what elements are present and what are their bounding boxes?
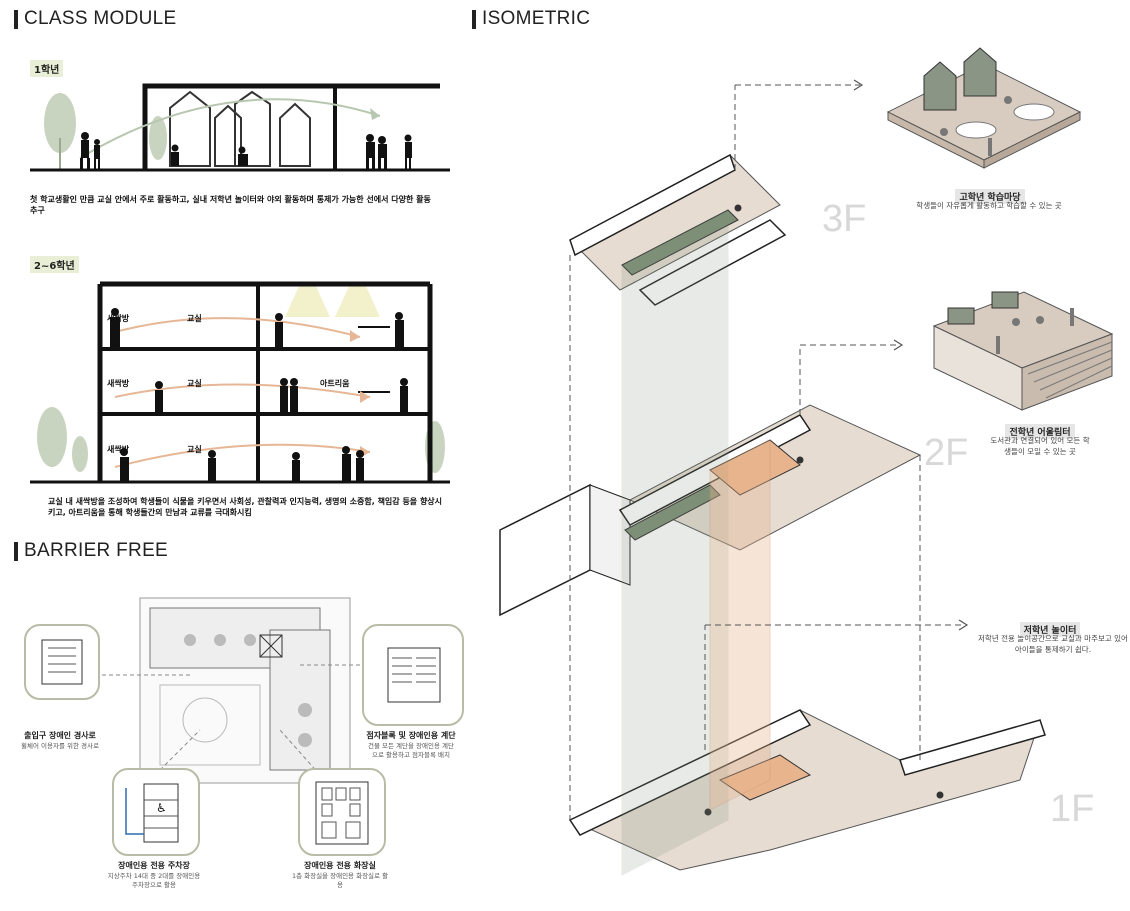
floor-3f-plate <box>569 153 787 306</box>
isometric-heading: ISOMETRIC <box>472 8 590 30</box>
gathering-space-vignette <box>932 291 1114 411</box>
class-module-heading: CLASS MODULE <box>14 8 176 30</box>
annotation-playground: 저학년 놀이터 <box>1010 618 1090 637</box>
barrier-free-heading: BARRIER FREE <box>14 540 168 562</box>
floor-1f-plate <box>568 709 1046 871</box>
parking-title: 장애인용 전용 주차장 <box>118 861 190 870</box>
stairs-card <box>362 624 464 726</box>
annotation-learning-yard: 고학년 학습마당 <box>920 185 1060 204</box>
annotation-gathering-space: 전학년 어울림터 <box>990 420 1090 439</box>
stairs-desc: 건물 모든 계단을 장애인용 계단으로 활용하고 점자블록 배치 <box>367 742 454 759</box>
restroom-title: 장애인용 전용 화장실 <box>304 861 376 870</box>
site-plan <box>139 597 351 784</box>
floor-label-2f: 2F <box>924 432 969 474</box>
floor-label-1f: 1F <box>1050 788 1095 830</box>
room-label: 아트리움 <box>320 379 350 388</box>
isometric-diagram <box>499 79 1046 876</box>
room-label: 새싹방 <box>107 379 130 388</box>
restroom-card <box>298 768 386 856</box>
annotation-title: 전학년 어울림터 <box>1005 424 1075 439</box>
grade2-6-caption: 교실 내 새싹방을 조성하여 학생들이 식물을 키우면서 사회성, 관찰력과 인… <box>48 497 443 517</box>
ramp-desc: 휠체어 이용자를 위한 경사로 <box>21 742 99 750</box>
room-label: 새싹방 <box>107 314 130 323</box>
ramp-card <box>24 624 100 700</box>
barrier-free-title: BARRIER FREE <box>24 540 169 561</box>
annotation-desc: 학생들이 자유롭게 활동하고 학습할 수 있는 곳 <box>916 201 1062 210</box>
parking-card: ♿ <box>112 768 200 856</box>
stairs-title: 점자블록 및 장애인용 계단 <box>366 731 456 740</box>
tree-icon <box>37 407 67 467</box>
floor-label-3f: 3F <box>822 198 867 240</box>
tree-icon <box>72 436 88 472</box>
grade1-caption: 첫 학교생활인 만큼 교실 안에서 주로 활동하고, 실내 저학년 놀이터와 야… <box>30 195 431 215</box>
isometric-title: ISOMETRIC <box>482 8 591 29</box>
grade2-6-section-diagram <box>30 281 450 484</box>
grade1-section-diagram <box>30 83 450 172</box>
room-label: 교실 <box>187 314 202 323</box>
ramp-title: 출입구 장애인 경사로 <box>24 731 96 740</box>
room-label: 새싹방 <box>107 445 130 454</box>
annotation-desc: 도서관과 연결되어 있어 모든 학생들이 모일 수 있는 곳 <box>990 436 1090 456</box>
parking-desc: 지상주차 14대 중 2대를 장애인용 주차장으로 활용 <box>107 872 201 889</box>
room-label: 교실 <box>187 445 202 454</box>
learning-yard-vignette <box>886 47 1082 169</box>
wheelchair-icon: ♿ <box>156 801 167 815</box>
room-label: 교실 <box>187 379 202 388</box>
annotation-desc: 저학년 전용 놀이공간으로 교실과 마주보고 있어 아이들을 통제하기 쉽다. <box>978 634 1128 654</box>
annotation-title: 저학년 놀이터 <box>1019 622 1081 637</box>
class-module-title: CLASS MODULE <box>24 8 177 29</box>
annotation-title: 고학년 학습마당 <box>955 189 1025 204</box>
grade2-6-label: 2~6학년 <box>30 256 79 273</box>
grade1-label: 1학년 <box>30 60 64 77</box>
floor-2f-plate <box>499 404 922 617</box>
tree-icon <box>149 116 167 160</box>
restroom-desc: 1층 화장실을 장애인용 화장실로 활용 <box>291 872 389 889</box>
barrier-connectors <box>95 664 362 776</box>
tree-icon <box>44 93 76 153</box>
